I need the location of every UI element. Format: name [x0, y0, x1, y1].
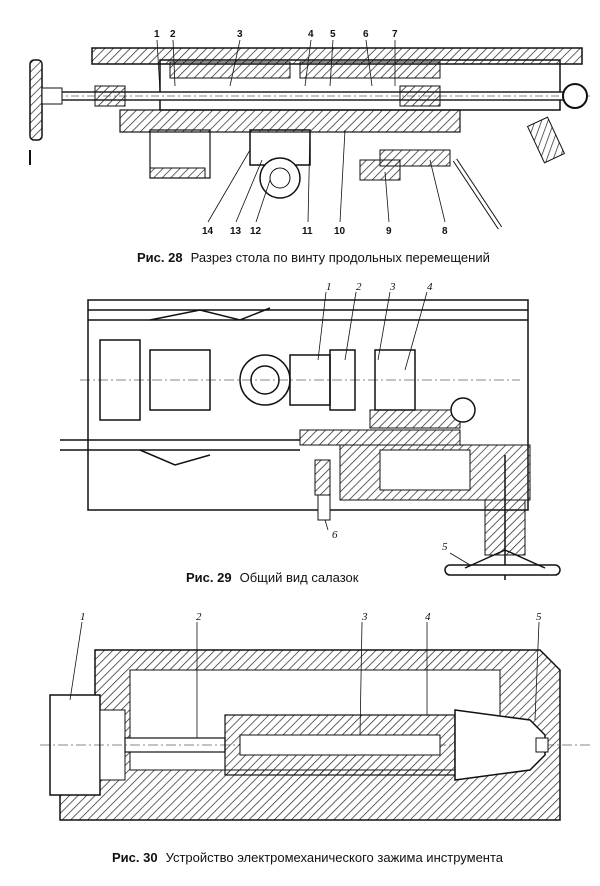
figure-29: 1 2 3 4 5 6 Рис. 29 Общий вид салазок — [0, 280, 600, 600]
figure-29-drawing: 1 2 3 4 5 6 — [60, 281, 561, 580]
callout-8: 8 — [442, 226, 448, 237]
callout-5: 5 — [330, 29, 336, 40]
callout-1: 1 — [80, 611, 86, 623]
handwheel — [29, 59, 63, 165]
handwheel-5 — [444, 549, 561, 576]
callout-9: 9 — [386, 226, 392, 237]
callout-4: 4 — [425, 611, 431, 623]
figure-30: 1 2 3 4 5 Рис. 30 Устройство электромехан… — [0, 610, 600, 880]
spindle-3 — [224, 714, 456, 776]
callout-4: 4 — [427, 281, 433, 293]
figure-28-title: Разрез стола по винту продольных перемещ… — [190, 250, 490, 265]
callout-6: 6 — [363, 29, 369, 40]
callout-13: 13 — [230, 226, 242, 237]
lead-screw — [55, 85, 590, 107]
table-body — [91, 47, 583, 179]
figure-28-drawing: 1 2 3 4 5 6 7 8 9 10 11 12 13 14 — [29, 29, 590, 237]
callout-6: 6 — [332, 529, 338, 541]
gear-train — [299, 397, 531, 580]
callout-10: 10 — [334, 226, 346, 237]
callout-2: 2 — [170, 29, 176, 40]
figure-28: 1 2 3 4 5 6 7 8 9 10 11 12 13 14 Рис. 28… — [0, 0, 600, 275]
figure-30-drawing: 1 2 3 4 5 — [40, 611, 590, 821]
tool-cone-5 — [454, 709, 549, 781]
callout-3: 3 — [361, 611, 368, 623]
figure-30-caption: Рис. 30 Устройство электромеханического з… — [112, 850, 503, 865]
figure-28-caption: Рис. 28 Разрез стола по винту продольных … — [137, 250, 490, 265]
figure-30-number: Рис. 30 — [112, 850, 158, 865]
figure-29-title: Общий вид салазок — [239, 570, 359, 585]
callout-2: 2 — [196, 611, 202, 623]
callout-1: 1 — [154, 29, 160, 40]
figure-29-caption: Рис. 29 Общий вид салазок — [186, 570, 358, 585]
callout-2: 2 — [356, 281, 362, 293]
callout-1: 1 — [326, 281, 332, 293]
callout-12: 12 — [250, 226, 262, 237]
figure-30-title: Устройство электромеханического зажима и… — [165, 850, 504, 865]
callout-5: 5 — [442, 541, 448, 553]
callout-5: 5 — [536, 611, 542, 623]
callout-4: 4 — [308, 29, 314, 40]
callout-3: 3 — [389, 281, 396, 293]
callout-7: 7 — [392, 29, 398, 40]
slide-body — [60, 299, 529, 511]
callout-3: 3 — [237, 29, 243, 40]
callout-11: 11 — [302, 226, 313, 237]
callout-14: 14 — [202, 226, 214, 237]
figure-28-number: Рис. 28 — [137, 250, 183, 265]
gear-housing — [249, 129, 311, 199]
clamp-lever — [359, 83, 588, 230]
figure-29-number: Рис. 29 — [186, 570, 232, 585]
